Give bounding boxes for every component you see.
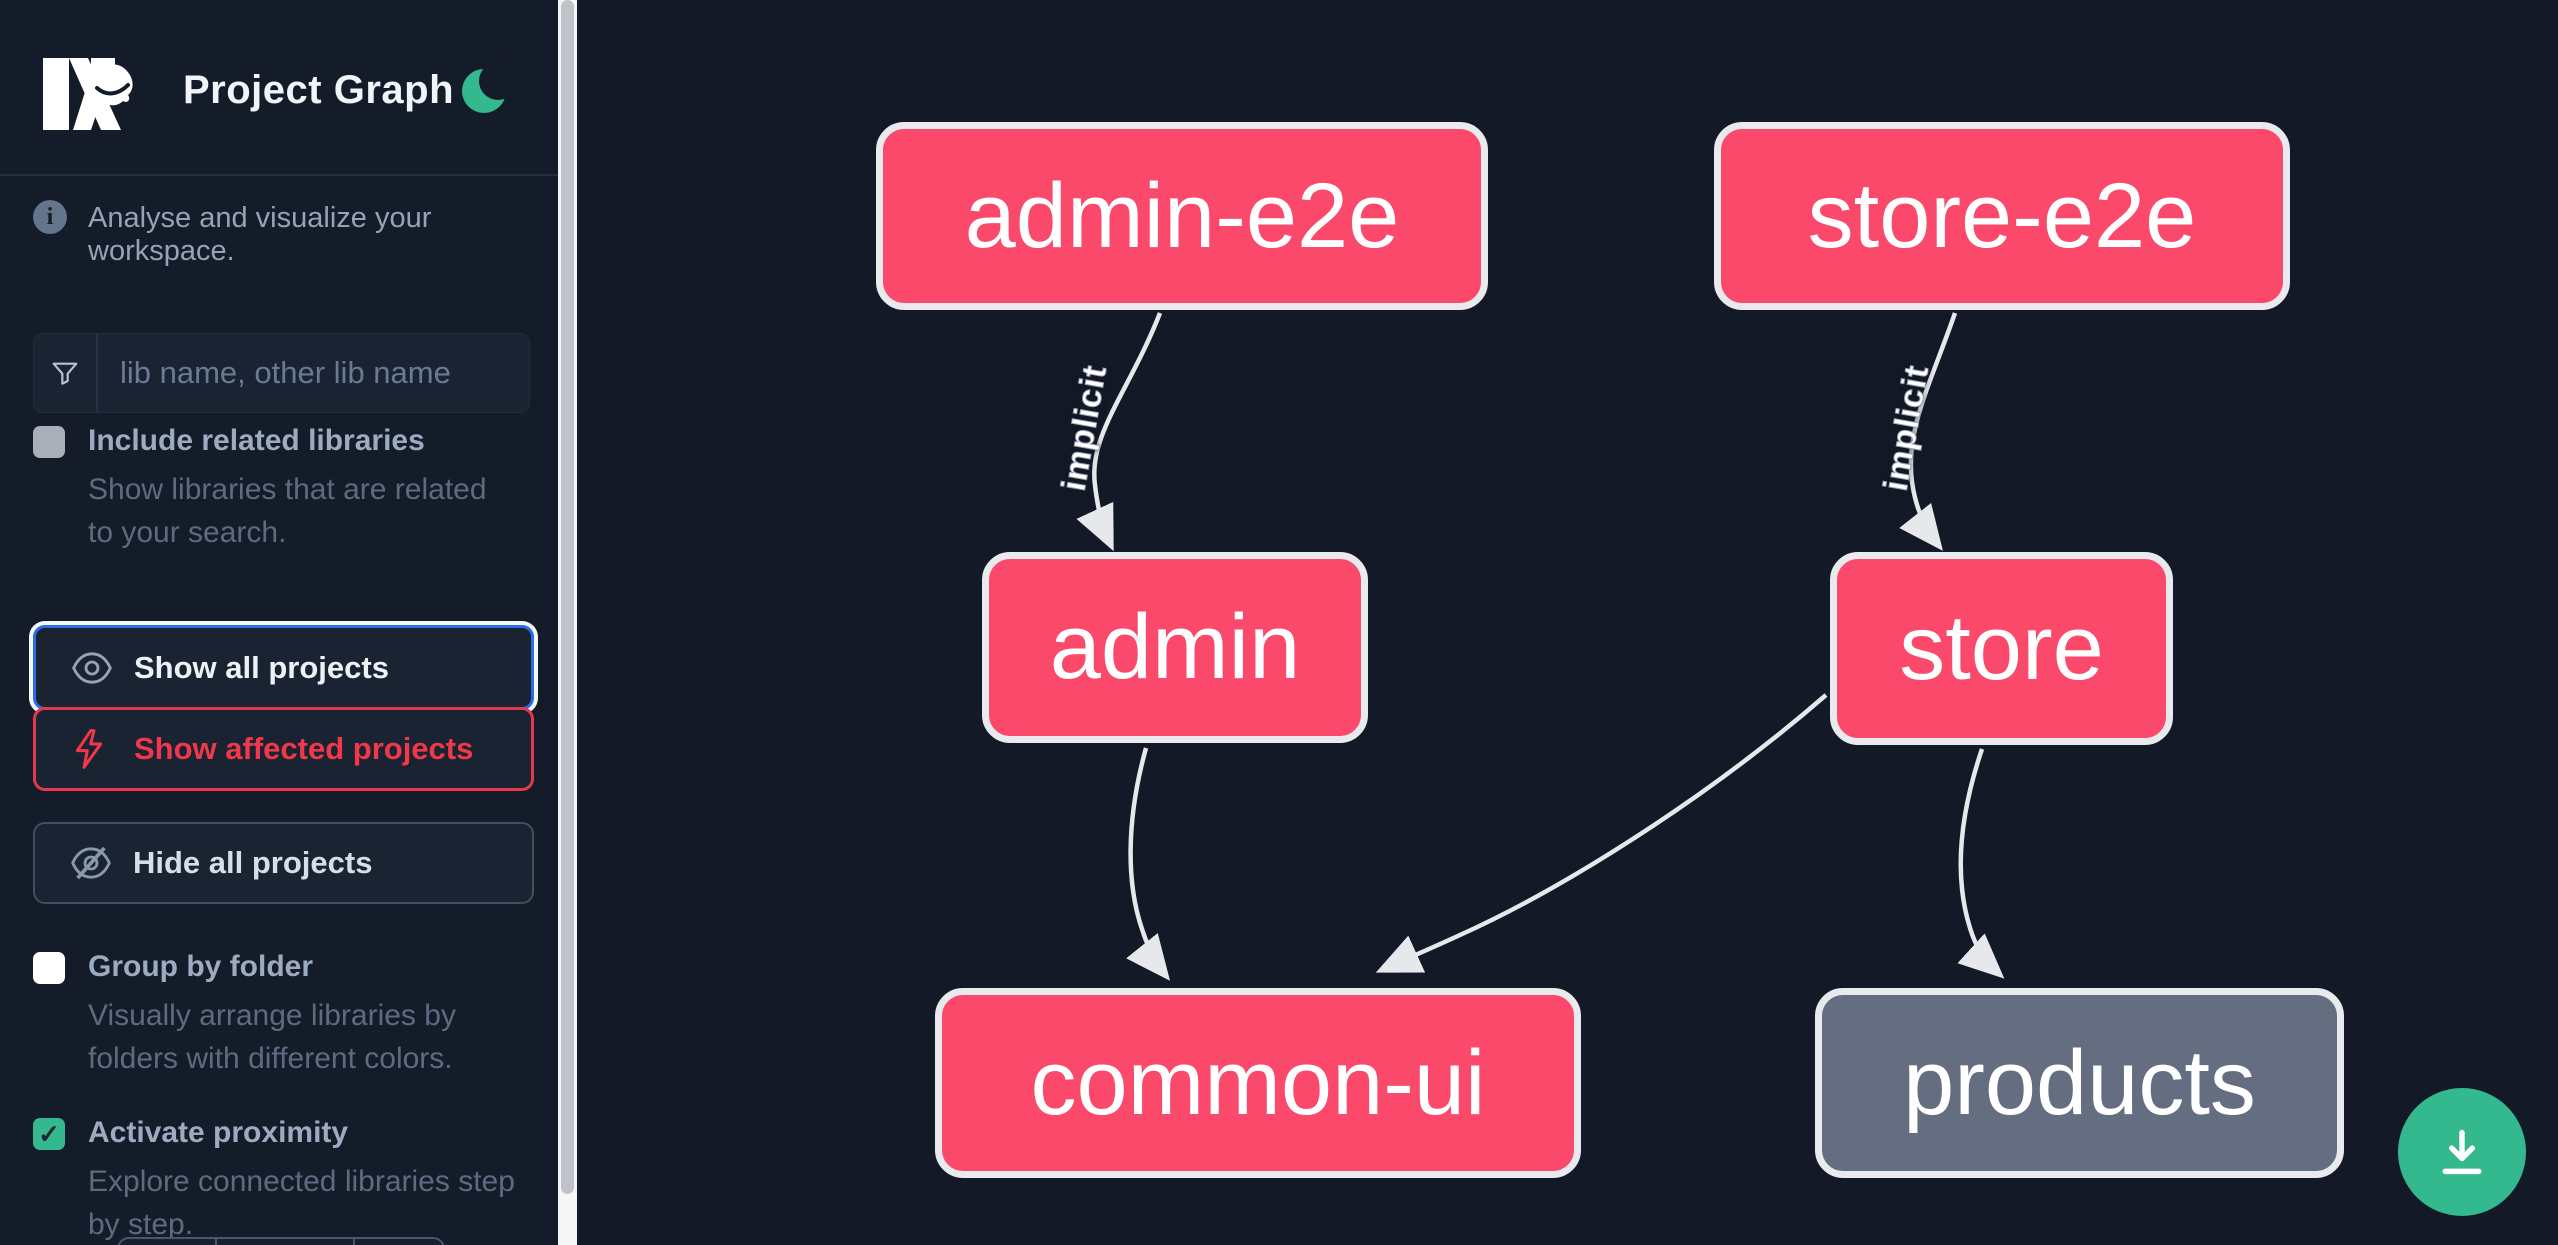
- show-affected-projects-button[interactable]: Show affected projects: [33, 707, 534, 791]
- nx-logo: [43, 58, 133, 130]
- toggle-label: Activate proximity: [88, 1116, 349, 1149]
- scrollbar-thumb[interactable]: [561, 0, 574, 1194]
- toggle-label: Include related libraries: [88, 424, 425, 457]
- toggle-description: Visually arrange libraries by folders wi…: [88, 999, 456, 1075]
- sidebar: Project Graph i Analyse and visualize yo…: [0, 0, 558, 1245]
- button-label: Show affected projects: [134, 731, 474, 766]
- page-title: Project Graph: [183, 68, 455, 112]
- node-products[interactable]: products: [1815, 988, 2344, 1178]
- node-store[interactable]: store: [1830, 552, 2173, 745]
- eye-icon: [72, 651, 112, 685]
- proximity-stepper[interactable]: [117, 1237, 445, 1245]
- tagline-row: i Analyse and visualize your workspace.: [33, 198, 533, 267]
- sidebar-scrollbar[interactable]: [558, 0, 577, 1245]
- node-common-ui[interactable]: common-ui: [935, 988, 1581, 1178]
- search-input[interactable]: [98, 334, 541, 412]
- lightning-bolt-icon: [72, 729, 112, 769]
- button-label: Show all projects: [134, 649, 389, 685]
- tagline-text: Analyse and visualize your workspace.: [88, 202, 432, 267]
- node-store-e2e[interactable]: store-e2e: [1714, 122, 2290, 310]
- checkbox-activate-proximity[interactable]: [33, 1118, 65, 1150]
- button-label: Hide all projects: [133, 845, 373, 880]
- sidebar-header: Project Graph: [0, 0, 558, 176]
- stepper-segment[interactable]: [215, 1239, 353, 1245]
- toggle-description: Show libraries that are related to your …: [88, 473, 487, 549]
- show-all-projects-button[interactable]: Show all projects: [33, 625, 534, 710]
- stepper-segment[interactable]: [119, 1239, 215, 1245]
- hide-all-projects-button[interactable]: Hide all projects: [33, 822, 534, 904]
- filter-funnel-icon: [34, 334, 98, 412]
- info-icon: i: [33, 200, 67, 234]
- eye-slash-icon: [71, 844, 111, 882]
- toggle-description: Explore connected libraries step by step…: [88, 1165, 515, 1241]
- moon-icon[interactable]: [458, 60, 516, 118]
- node-admin-e2e[interactable]: admin-e2e: [876, 122, 1488, 310]
- download-image-button[interactable]: [2398, 1088, 2526, 1216]
- checkbox-include-related[interactable]: [33, 426, 65, 458]
- toggle-label: Group by folder: [88, 950, 313, 983]
- stepper-segment[interactable]: [353, 1239, 443, 1245]
- search-box: [33, 333, 541, 413]
- node-admin[interactable]: admin: [982, 552, 1368, 743]
- download-icon: [2442, 1129, 2482, 1175]
- checkbox-group-by-folder[interactable]: [33, 952, 65, 984]
